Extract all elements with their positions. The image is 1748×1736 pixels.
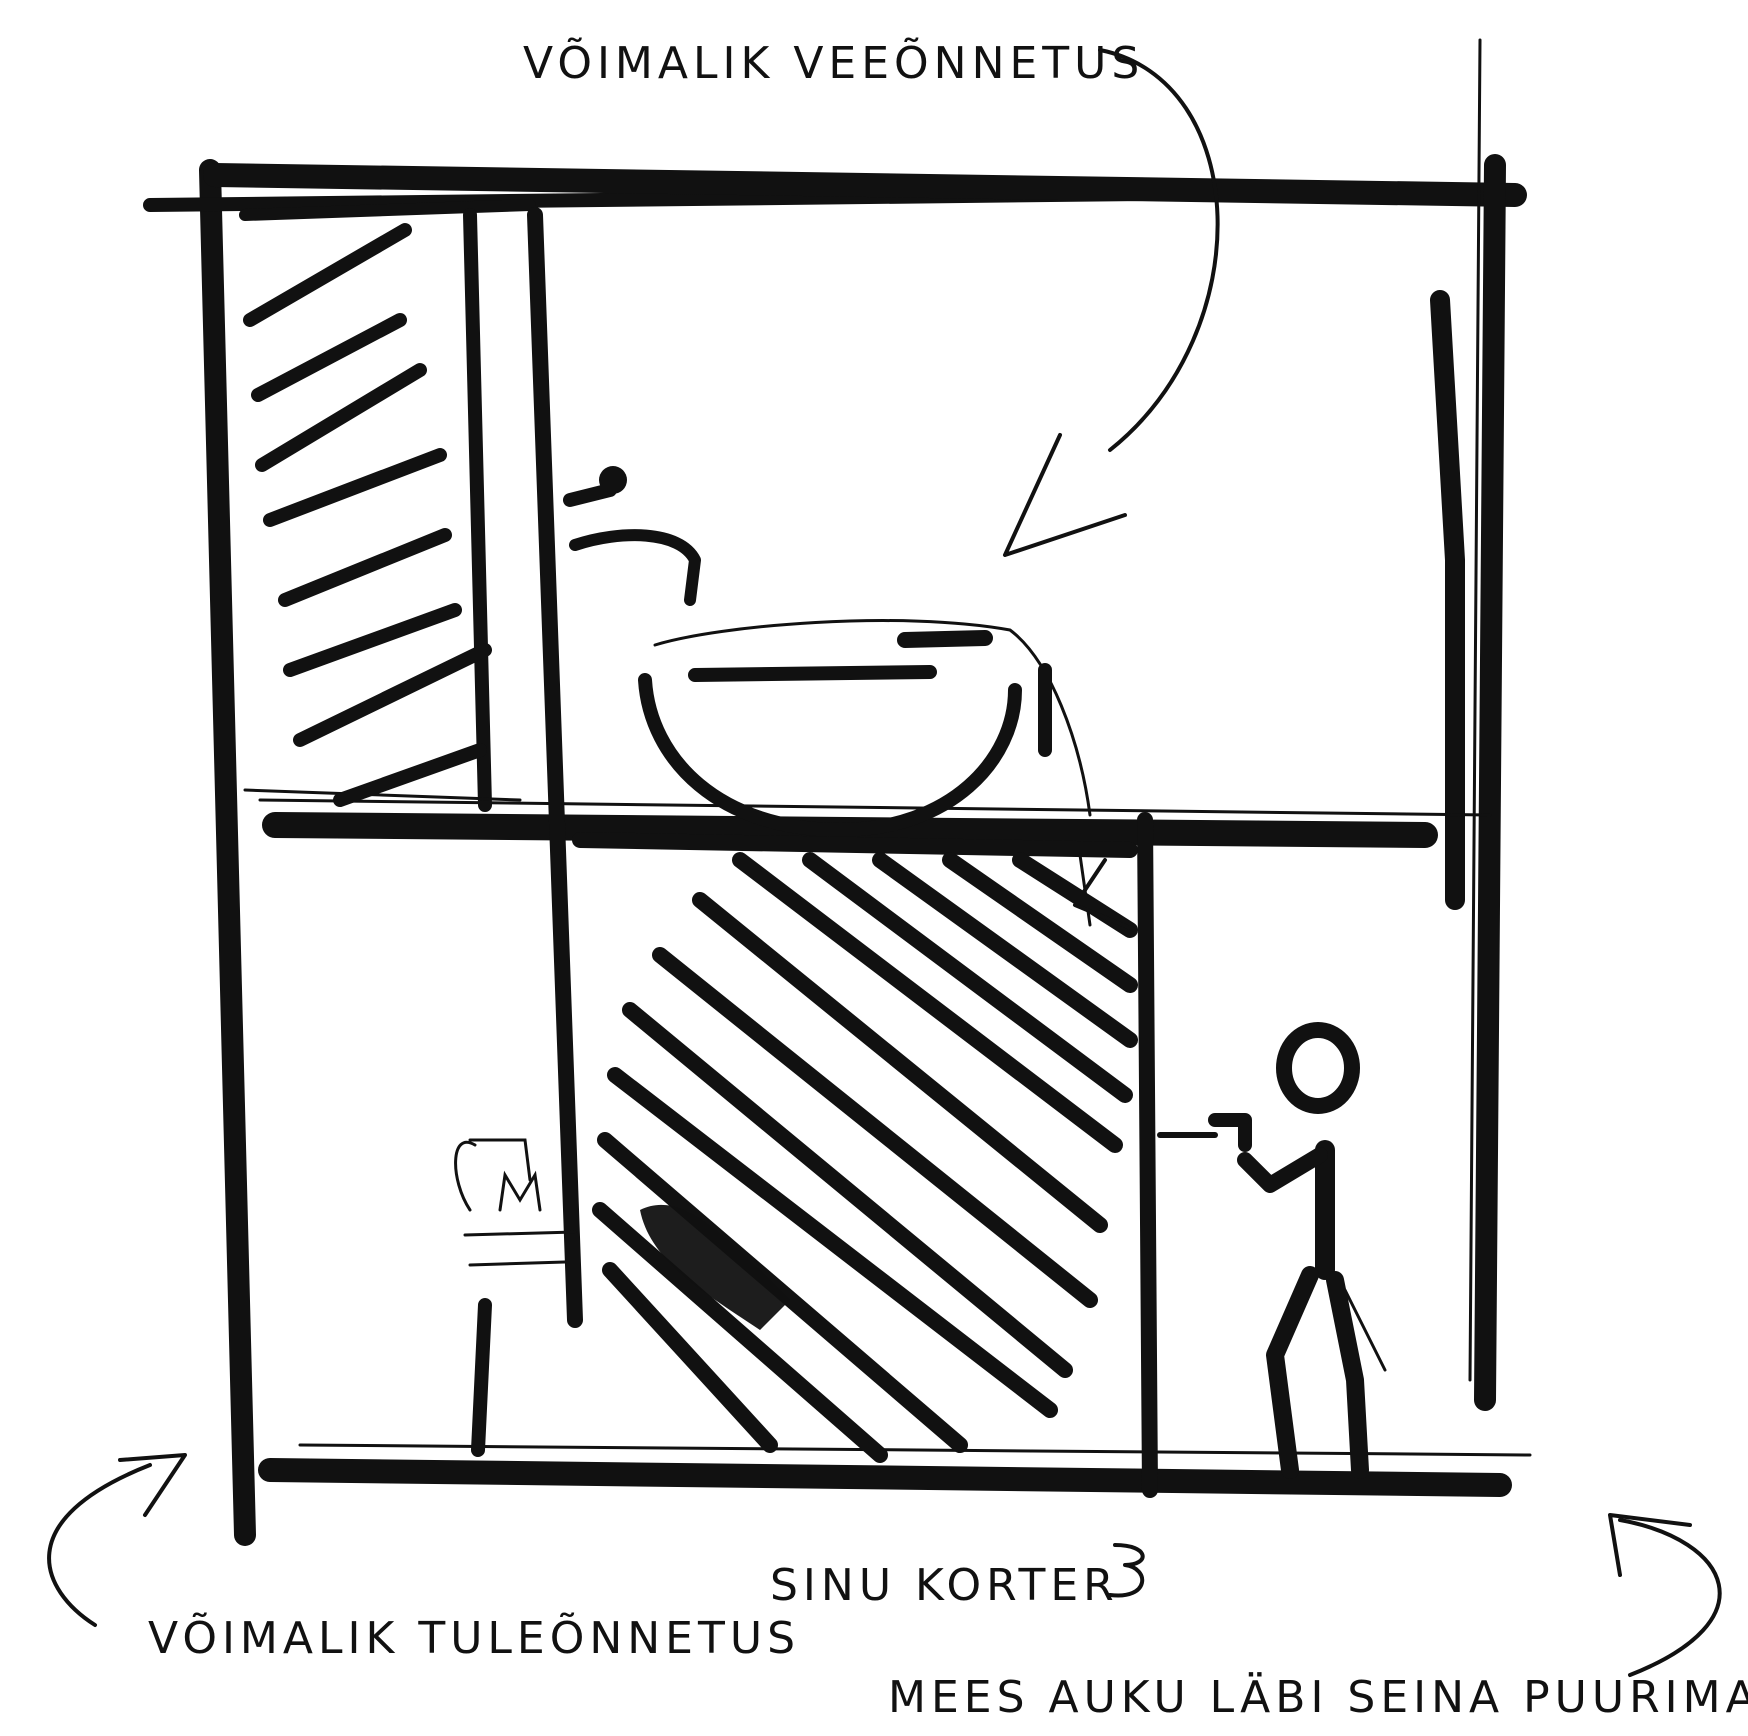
label-fire-accident: VÕIMALIK TULEÕNNETUS [148, 1612, 800, 1664]
label-water-accident: VÕIMALIK VEEÕNNETUS [523, 37, 1144, 89]
person-with-drill-icon [1160, 1030, 1385, 1470]
lower-hatched-panel [580, 820, 1150, 1490]
arrow-icon-water [1005, 50, 1218, 555]
label-man-drilling: MEES AUKU LÄBI SEINA PUURIMAS [888, 1671, 1748, 1723]
stove-icon [456, 1140, 575, 1450]
label-your-apartment: SINU KORTER [770, 1560, 1119, 1611]
wash-basin-icon [645, 621, 1090, 830]
arrow-icon-drilling [1610, 1515, 1720, 1675]
arrow-icon-fire [49, 1455, 185, 1625]
faucet-icon [570, 466, 695, 600]
